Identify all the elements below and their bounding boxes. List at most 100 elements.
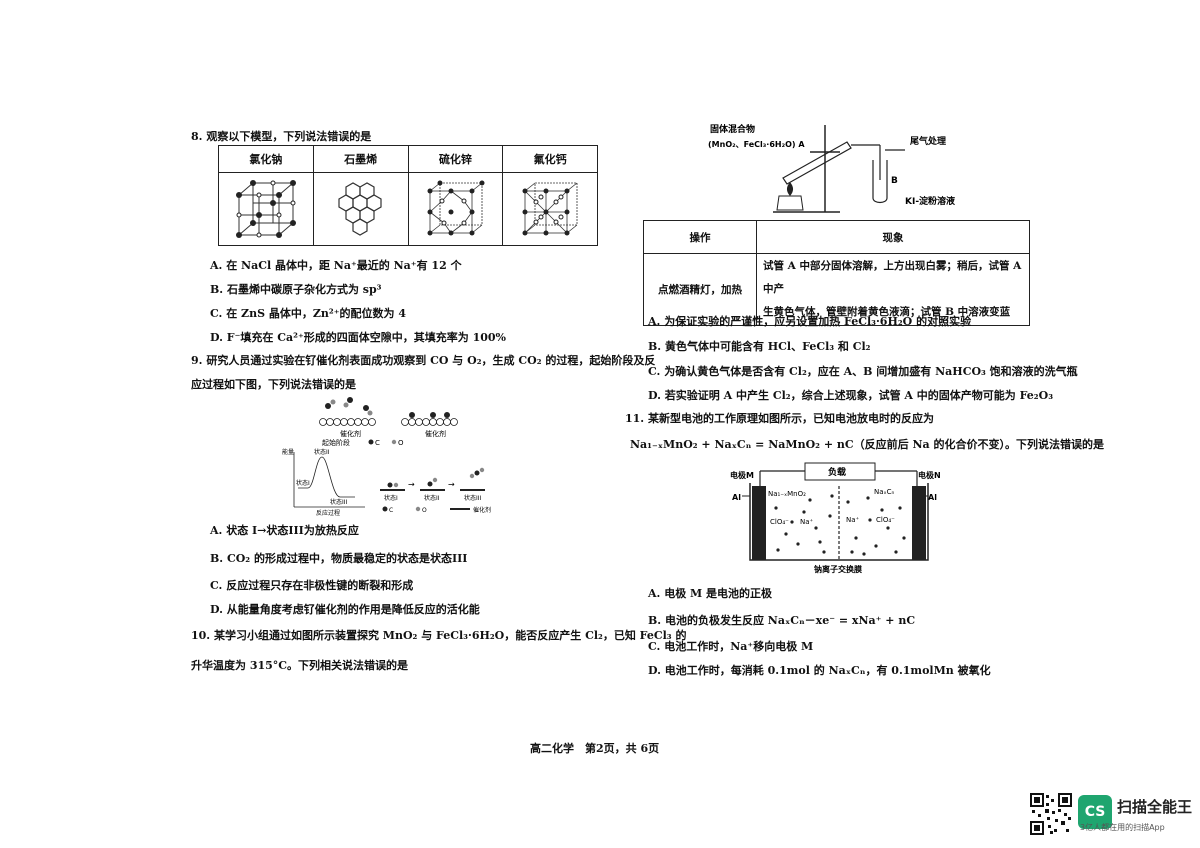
load-label: 负载 bbox=[828, 466, 846, 478]
q10-table-phenomenon-line1: 试管 A 中部分固体溶解，上方出现白雾；稍后，试管 A 中产 bbox=[763, 260, 1022, 295]
q10-observation-table: 操作 现象 点燃酒精灯，加热 试管 A 中部分固体溶解，上方出现白雾；稍后，试管… bbox=[643, 220, 1030, 326]
test-tube-a bbox=[782, 141, 881, 185]
q9-option-d: D. 从能量角度考虑钌催化剂的作用是降低反应的活化能 bbox=[210, 603, 480, 616]
ki-starch-label: KI-淀粉溶液 bbox=[905, 195, 956, 207]
state3-level-label: 状态III bbox=[330, 498, 348, 506]
q10-table-header-operation: 操作 bbox=[643, 220, 757, 254]
catalyst-surface-2 bbox=[401, 412, 458, 426]
oxygen-legend-dot-2 bbox=[415, 506, 421, 512]
carbon-legend-label-2: C bbox=[389, 507, 393, 514]
q8-option-d: D. F⁻填充在 Ca²⁺形成的四面体空隙中，其填充率为 100% bbox=[210, 331, 506, 344]
q11-option-d: D. 电池工作时，每消耗 0.1mol 的 NaₓCₙ，有 0.1molMn 被… bbox=[648, 664, 991, 677]
q9-stem-line1: 9. 研究人员通过实验在钌催化剂表面成功观察到 CO 与 O₂，生成 CO₂ 的… bbox=[191, 354, 656, 367]
q8-model-table: 氯化钠 石墨烯 硫化锌 氟化钙 bbox=[218, 145, 598, 246]
al-label-right: Al bbox=[928, 493, 937, 502]
al-label-left: Al bbox=[732, 493, 741, 502]
q9-stem-line2: 应过程如下图，下列说法错误的是 bbox=[191, 378, 356, 391]
q10-table-phenomenon-line2: 生黄色气体，管壁附着黄色液滴；试管 B 中溶液变蓝 bbox=[763, 306, 1011, 318]
camscanner-logo: CS bbox=[1078, 795, 1112, 829]
catalyst-label-1: 催化剂 bbox=[340, 429, 361, 438]
q8-option-a: A. 在 NaCl 晶体中，距 Na⁺最近的 Na⁺有 12 个 bbox=[210, 259, 462, 272]
tail-gas-label: 尾气处理 bbox=[909, 135, 946, 147]
q8-option-b: B. 石墨烯中碳原子杂化方式为 sp³ bbox=[210, 283, 382, 296]
perchlorate-left-label: ClO₄⁻ bbox=[770, 518, 789, 526]
oxygen-legend-label-2: O bbox=[422, 507, 427, 514]
state3-label: 状态III bbox=[464, 494, 482, 502]
zns-crystal-model bbox=[427, 180, 485, 235]
solid-mixture-label: 固体混合物 bbox=[710, 123, 755, 135]
catalyst-label-2: 催化剂 bbox=[425, 429, 446, 438]
oxygen-legend-label: O bbox=[398, 439, 404, 447]
camscanner-name: 扫描全能王 bbox=[1117, 798, 1193, 816]
q10-option-a: A. 为保证实验的严谨性，应另设置加热 FeCl₃·6H₂O 的对照实验 bbox=[648, 315, 972, 328]
alcohol-lamp bbox=[776, 182, 804, 211]
state1-level-label: 状态I bbox=[296, 479, 310, 487]
q10-table-header-phenomenon: 现象 bbox=[756, 220, 1030, 254]
oxygen-legend-dot bbox=[391, 439, 397, 445]
caf2-model-cell bbox=[502, 172, 598, 246]
q11-stem-line1: 11. 某新型电池的工作原理如图所示，已知电池放电时的反应为 bbox=[625, 412, 934, 425]
q8-header-caf2: 氟化钙 bbox=[502, 145, 598, 173]
carbon-legend-dot bbox=[368, 439, 374, 445]
state2-label: 状态II bbox=[424, 494, 440, 502]
graphene-model bbox=[338, 181, 382, 236]
carbon-legend-label: C bbox=[375, 439, 380, 447]
solid-mixture-formula: (MnO₂、FeCl₃·6H₂O) A bbox=[708, 140, 805, 149]
perchlorate-right-label: ClO₄⁻ bbox=[876, 516, 895, 524]
cell-container bbox=[749, 483, 929, 561]
q10-stem-line1: 10. 某学习小组通过如图所示装置探究 MnO₂ 与 FeCl₃·6H₂O，能否… bbox=[191, 629, 687, 642]
start-stage-label: 起始阶段 bbox=[322, 438, 350, 447]
nacl-model-cell bbox=[218, 172, 314, 246]
q11-stem-line2: Na₁₋ₓMnO₂ + NaₓCₙ = NaMnO₂ + nC（反应前后 Na … bbox=[630, 438, 1104, 451]
external-circuit bbox=[759, 470, 918, 488]
q11-option-a: A. 电极 M 是电池的正极 bbox=[648, 587, 773, 600]
q10-option-b: B. 黄色气体中可能含有 HCl、FeCl₃ 和 Cl₂ bbox=[648, 340, 871, 353]
test-tube-b bbox=[872, 149, 905, 204]
q9-option-b: B. CO₂ 的形成过程中，物质最稳定的状态是状态III bbox=[210, 552, 468, 565]
electrolyte-particles bbox=[774, 494, 906, 556]
page-footer: 高二化学 第2页，共 6页 bbox=[530, 742, 660, 755]
q8-header-graphene: 石墨烯 bbox=[312, 145, 409, 173]
q10-option-c: C. 为确认黄色气体是否含有 Cl₂，应在 A、B 间增加盛有 NaHCO₃ 饱… bbox=[648, 365, 1078, 378]
graphene-model-cell bbox=[312, 172, 409, 246]
q11-option-b: B. 电池的负极发生反应 NaₓCₙ－xe⁻ = xNa⁺ + nC bbox=[648, 614, 916, 627]
zns-model-cell bbox=[407, 172, 504, 246]
catalyst-legend-label: 催化剂 bbox=[473, 506, 491, 514]
q10-apparatus-figure: 固体混合物 (MnO₂、FeCl₃·6H₂O) A 尾气处理 B KI-淀粉溶液 bbox=[708, 123, 956, 213]
electrode-n-plate bbox=[912, 486, 926, 560]
svg-text:→: → bbox=[408, 480, 415, 489]
q9-option-c: C. 反应过程只存在非极性键的断裂和形成 bbox=[210, 579, 414, 592]
energy-diagram bbox=[293, 452, 365, 508]
iron-stand bbox=[773, 125, 840, 213]
q8-header-nacl: 氯化钠 bbox=[218, 145, 314, 173]
q10-option-d: D. 若实验证明 A 中产生 Cl₂，综合上述现象，试管 A 中的固体产物可能为… bbox=[648, 389, 1054, 402]
anode-material-label: NaₓCₙ bbox=[874, 488, 895, 496]
q10-table-phenomenon: 试管 A 中部分固体溶解，上方出现白雾；稍后，试管 A 中产 生黄色气体，管壁附… bbox=[756, 253, 1030, 326]
nacl-crystal-model bbox=[235, 179, 296, 238]
membrane-label: 钠离子交换膜 bbox=[814, 564, 862, 574]
q10-table-operation: 点燃酒精灯，加热 bbox=[643, 253, 757, 326]
sodium-ion-left-label: Na⁺ bbox=[800, 518, 814, 526]
qr-code-icon bbox=[1030, 793, 1072, 835]
cathode-material-label: Na₁₋ₓMnO₂ bbox=[768, 490, 806, 498]
start-stage-surface bbox=[319, 397, 376, 426]
q9-reaction-figure: 催化剂 起始阶段 C O 催化剂 能量 状态II 状态I 状态III 反应过程 … bbox=[282, 397, 491, 517]
camscanner-tagline: 3亿人都在用的扫描App bbox=[1080, 823, 1165, 832]
sodium-ion-right-label: Na⁺ bbox=[846, 516, 860, 524]
q10-stem-line2: 升华温度为 315°C。下列相关说法错误的是 bbox=[191, 659, 409, 672]
q8-stem: 8. 观察以下模型，下列说法错误的是 bbox=[191, 130, 372, 143]
caf2-crystal-model bbox=[522, 182, 578, 235]
electrode-m-plate bbox=[752, 486, 766, 560]
q9-option-a: A. 状态 I→状态III为放热反应 bbox=[210, 524, 359, 537]
carbon-legend-dot-2 bbox=[382, 506, 388, 512]
states-sequence: → → bbox=[380, 467, 485, 491]
reaction-progress-axis-label: 反应过程 bbox=[316, 509, 340, 517]
svg-text:→: → bbox=[448, 480, 455, 489]
electrode-n-label: 电极N bbox=[918, 470, 941, 480]
energy-axis-label: 能量 bbox=[282, 448, 294, 456]
q11-battery-figure: 负载 电极M 电极N Al Al Na₁₋ₓMnO₂ NaₓCₙ ClO₄⁻ N… bbox=[730, 462, 941, 574]
electrode-m-label: 电极M bbox=[730, 470, 754, 480]
q8-header-zns: 硫化锌 bbox=[407, 145, 504, 173]
tube-b-label: B bbox=[891, 176, 898, 186]
q11-option-c: C. 电池工作时，Na⁺移向电极 M bbox=[648, 640, 814, 653]
